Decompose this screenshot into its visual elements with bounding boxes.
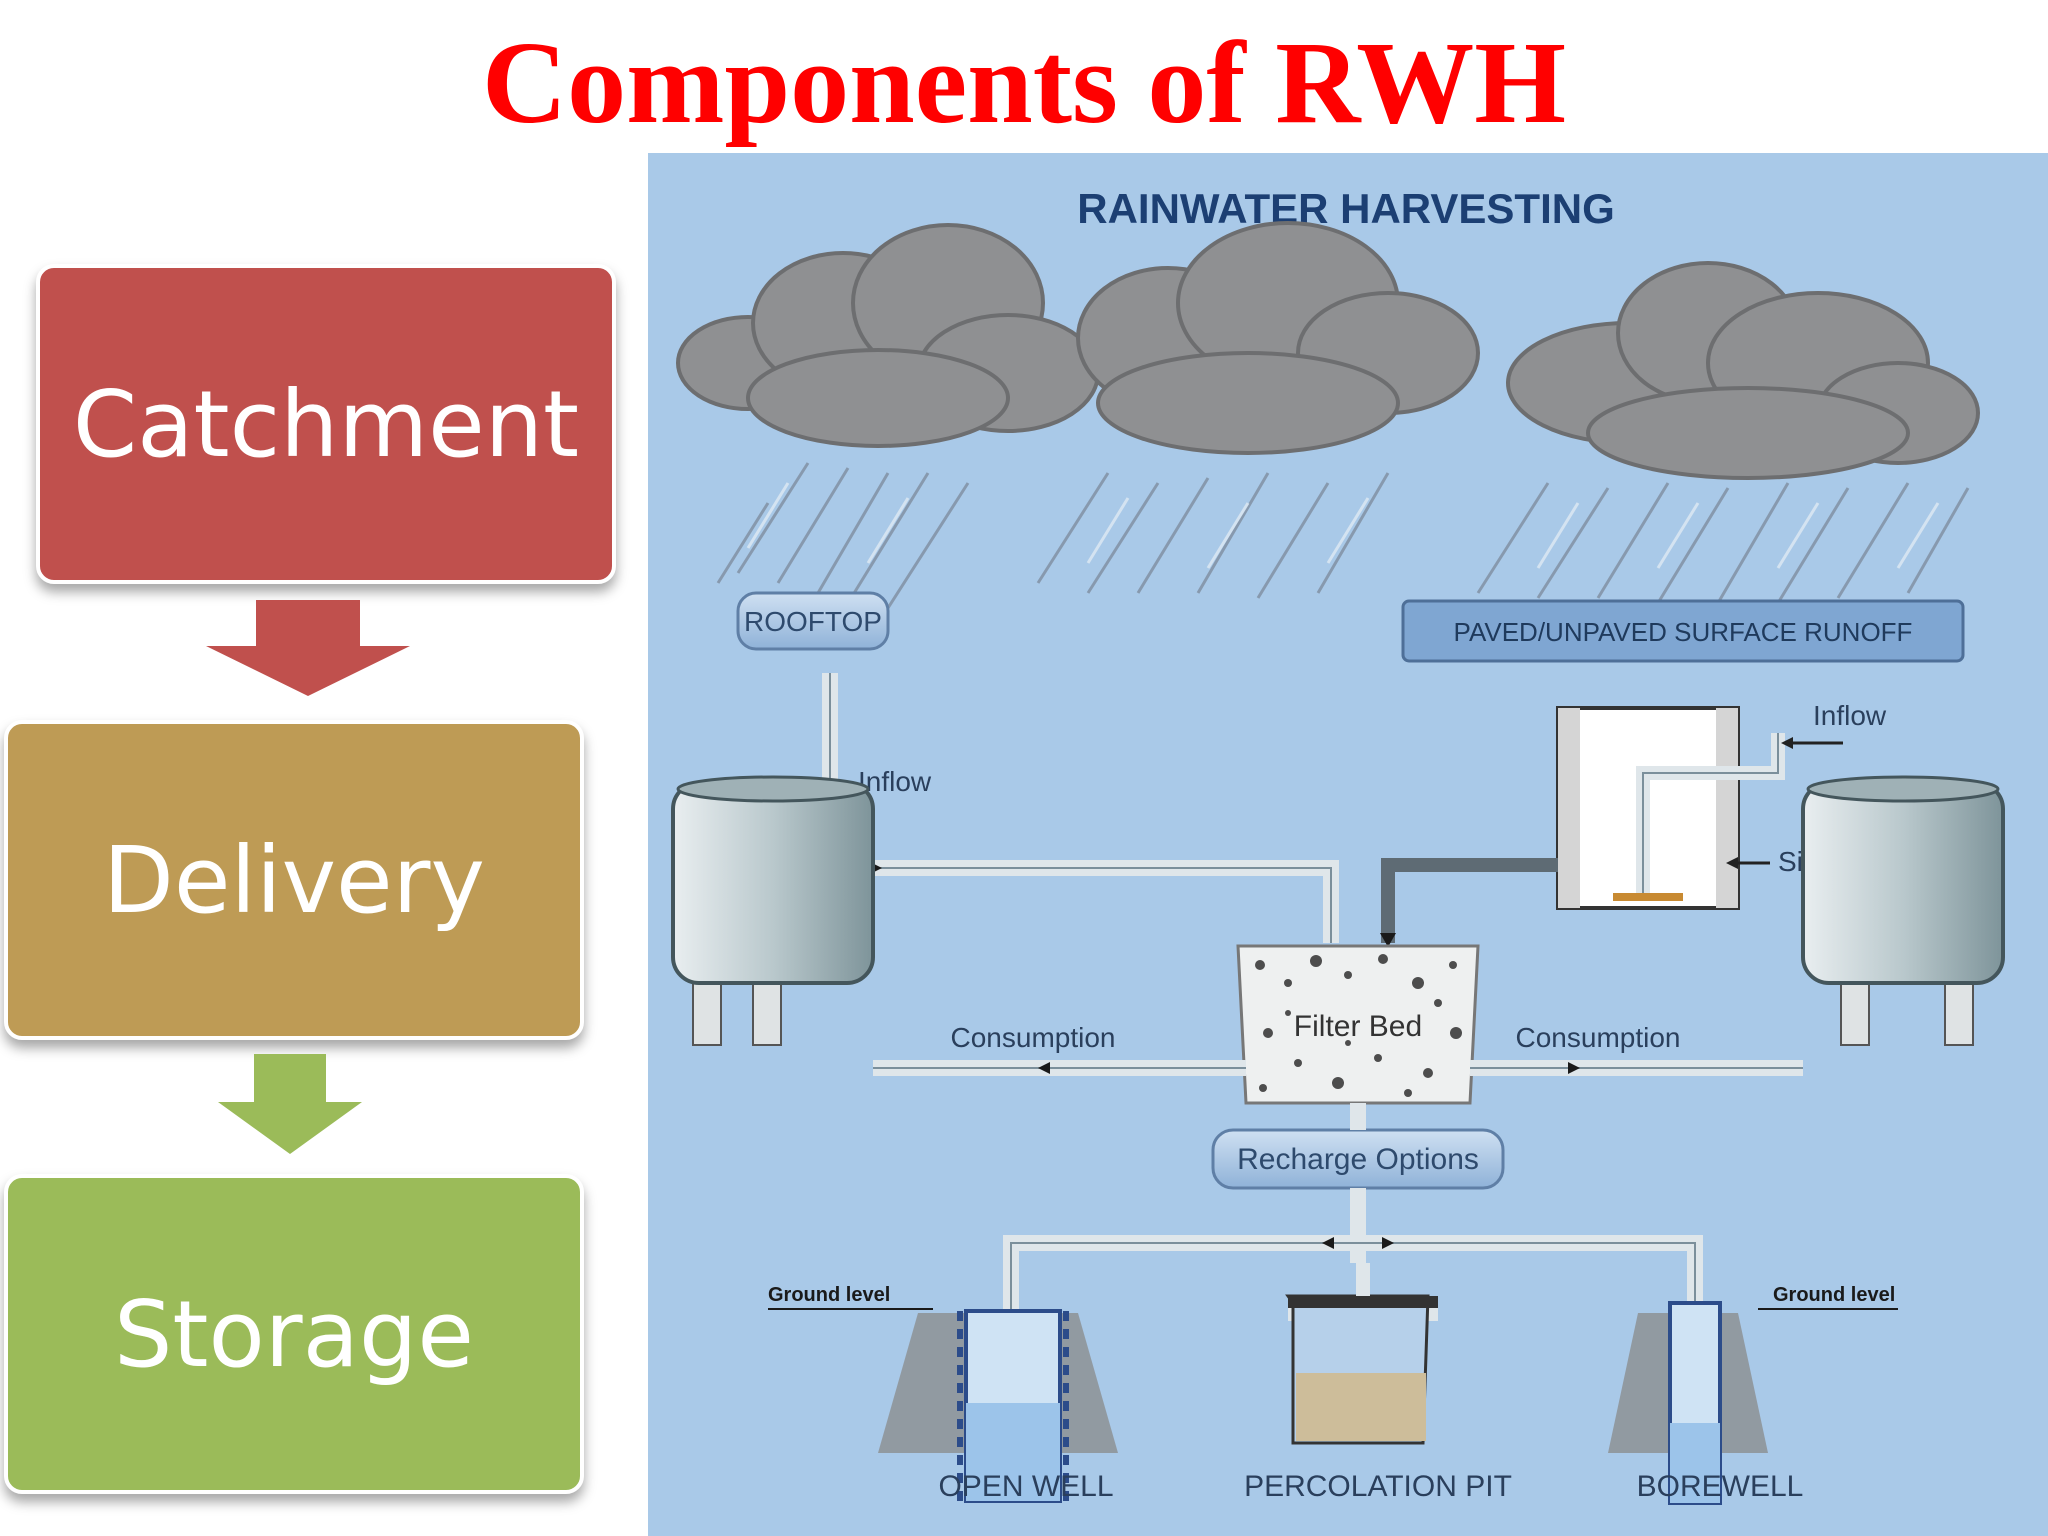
arrow-down-icon — [218, 1054, 362, 1154]
percolation-pit — [1285, 1263, 1438, 1445]
open-well-label: OPEN WELL — [938, 1470, 1113, 1503]
open-well — [878, 1309, 1118, 1503]
cloud-icon — [676, 223, 1100, 448]
surface-runoff-box — [1401, 599, 1965, 663]
consumption-label-right: Consumption — [1516, 1022, 1681, 1053]
rooftop-label: ROOFTOP — [744, 606, 882, 637]
rain-streaks — [716, 462, 1970, 609]
storage-tank-left — [671, 775, 875, 1046]
flow-step-label: Catchment — [72, 370, 580, 478]
flow-step-label: Delivery — [103, 826, 485, 934]
slide-title: Components of RWH — [481, 17, 1567, 148]
borewell — [1608, 1301, 1768, 1505]
cloud-icon — [1076, 221, 1480, 455]
ground-level-label-left: Ground level — [768, 1284, 890, 1306]
ground-level-label-right: Ground level — [1773, 1284, 1895, 1306]
surface-runoff-label: PAVED/UNPAVED SURFACE RUNOFF — [1454, 617, 1913, 647]
flow-step-delivery: Delivery — [4, 720, 584, 1040]
arrow-down-icon — [206, 600, 410, 696]
percolation-pit-label: PERCOLATION PIT — [1244, 1470, 1512, 1503]
borewell-label: BOREWELL — [1637, 1470, 1804, 1503]
recharge-options-label: Recharge Options — [1237, 1143, 1479, 1176]
diagram-heading: RAINWATER HARVESTING — [1077, 185, 1614, 232]
flow-step-label: Storage — [114, 1280, 474, 1388]
flow-step-storage: Storage — [4, 1174, 584, 1494]
rainwater-harvesting-diagram: RAINWATER HARVESTING — [648, 153, 2048, 1536]
flow-step-catchment: Catchment — [36, 264, 616, 584]
filter-bed-label: Filter Bed — [1294, 1010, 1422, 1043]
cloud-icon — [1506, 261, 1980, 480]
inflow-label-left: Inflow — [858, 766, 932, 797]
consumption-label-left: Consumption — [951, 1022, 1116, 1053]
gravel-texture — [1255, 954, 1462, 1097]
inflow-label-right: Inflow — [1813, 700, 1887, 731]
rooftop-label-box — [736, 591, 890, 651]
storage-tank-right — [1801, 775, 2005, 1046]
